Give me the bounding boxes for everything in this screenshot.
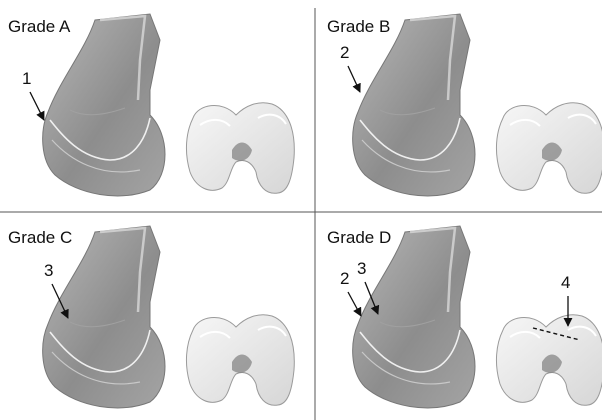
condyles-illustration <box>186 103 294 194</box>
callout-number: 3 <box>357 259 366 278</box>
panel-title: Grade C <box>8 228 72 247</box>
femur-illustration <box>43 14 165 196</box>
femur-illustration <box>43 226 165 408</box>
panel-title: Grade D <box>327 228 391 247</box>
femur-illustration <box>353 226 475 408</box>
panel-title: Grade A <box>8 17 71 36</box>
panel-grade-d: Grade D 2 3 4 <box>327 226 602 408</box>
condyles-illustration <box>496 103 602 194</box>
callout-arrow <box>348 66 360 92</box>
panel-grade-c: Grade C 3 <box>8 226 294 408</box>
femur-illustration <box>353 14 475 196</box>
callout-number: 3 <box>44 261 53 280</box>
panel-grade-a: Grade A 1 <box>8 14 294 196</box>
callout-number: 2 <box>340 269 349 288</box>
callout-number: 4 <box>561 273 570 292</box>
callout-number: 2 <box>340 43 349 62</box>
callout-arrow <box>30 92 44 120</box>
condyles-illustration <box>186 315 294 406</box>
callout-number: 1 <box>22 69 31 88</box>
panel-grade-b: Grade B 2 <box>327 14 602 196</box>
panel-title: Grade B <box>327 17 390 36</box>
callout-arrow <box>348 292 361 316</box>
condyles-illustration <box>496 315 602 406</box>
